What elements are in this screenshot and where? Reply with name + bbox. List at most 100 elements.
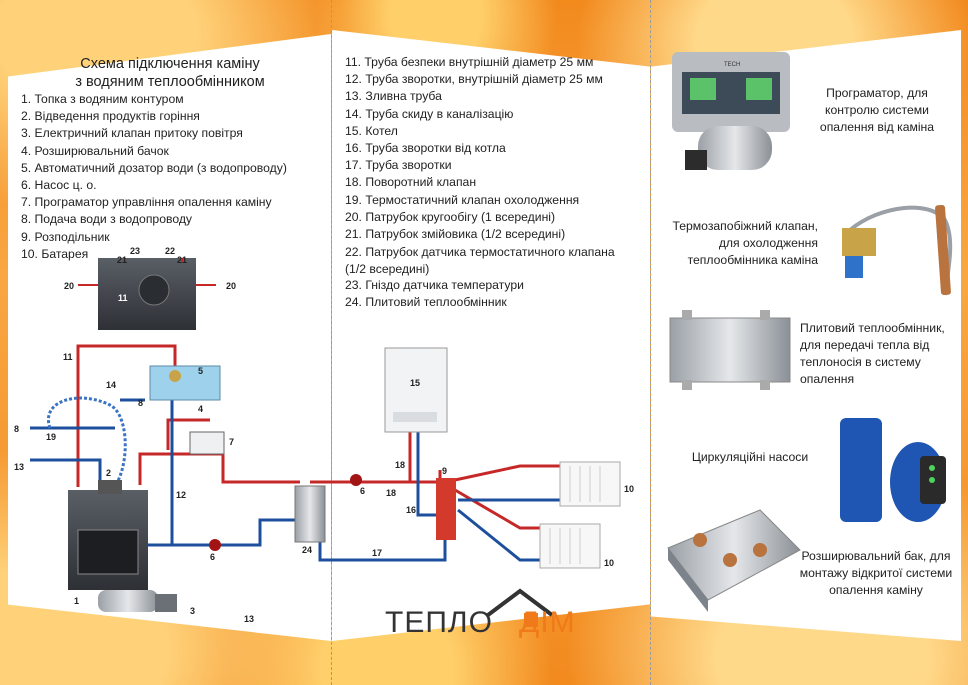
legend-item: 13. Зливна труба [345, 89, 442, 104]
programmer-controller-icon: TECH [672, 52, 790, 170]
product-caption: Розширювальний бак, для монтажу відкрито… [799, 549, 953, 597]
label: 11 [118, 293, 128, 303]
radiator [539, 523, 601, 569]
label: 14 [106, 380, 116, 390]
label: 23 [130, 246, 140, 256]
label: 8 [138, 398, 143, 408]
legend-list-left: 1. Топка з водяним контуром 2. Відведенн… [21, 92, 287, 264]
title-line: з водяним теплообмінником [75, 74, 265, 90]
expansion-tank [149, 365, 221, 401]
legend-item: 12. Труба зворотки, внутрішній діаметр 2… [345, 72, 603, 87]
label: 12 [176, 490, 186, 500]
legend-item: 5. Автоматичний дозатор води (з водопров… [21, 160, 287, 175]
logo-text: ТЕПЛО [385, 606, 493, 639]
device-brand: TECH [724, 62, 740, 68]
fireplace-insert [68, 480, 177, 612]
programmer-box [189, 431, 225, 455]
label: 13 [244, 614, 254, 624]
plate-exchanger [294, 485, 326, 543]
legend-item: 21. Патрубок змійовика (1/2 всередині) [345, 226, 566, 241]
legend-item: 24. Плитовий теплообмінник [345, 295, 507, 310]
drain-pipe-13 [30, 458, 102, 490]
safety-pipe [76, 344, 177, 487]
fold-line [650, 0, 651, 685]
legend-item: 10. Батарея [21, 246, 89, 261]
label: 6 [360, 486, 365, 496]
legend-item: 19. Термостатичний клапан охолодження [345, 192, 580, 207]
label: 17 [372, 548, 382, 558]
radiator-supply [454, 464, 560, 482]
pump [209, 539, 221, 551]
pipe-network [30, 344, 560, 562]
label: 5 [198, 366, 203, 376]
label: 24 [302, 545, 312, 555]
plate-heat-exchanger-icon [669, 310, 791, 390]
legend-item: 22. Патрубок датчика термостатичного кла… [345, 245, 615, 277]
supply-pipe-2 [310, 470, 442, 484]
label: 1 [74, 596, 79, 606]
left-panel [8, 34, 331, 641]
label: 18 [395, 460, 405, 470]
label: 22 [165, 246, 175, 256]
label: 21 [177, 255, 187, 265]
legend-item: 7. Програматор управління опалення камін… [21, 195, 272, 210]
legend-list-right: 11. Труба безпеки внутрішній діаметр 25 … [345, 55, 635, 312]
label: 19 [46, 432, 56, 442]
legend-item: 18. Поворотний клапан [345, 175, 477, 190]
pump [350, 474, 362, 486]
thermal-safety-valve-icon [842, 204, 953, 296]
label: 8 [14, 424, 19, 434]
label: 18 [386, 488, 396, 498]
legend-item: 20. Патрубок кругообігу (1 всередині) [345, 209, 556, 224]
legend-item: 11. Труба безпеки внутрішній діаметр 25 … [345, 55, 594, 69]
label: 16 [406, 505, 416, 515]
thermostatic-valve-tube [46, 396, 127, 492]
title-line: Схема підключення каміну [80, 56, 260, 72]
legend-item: 14. Труба скиду в каналізацію [345, 106, 514, 121]
legend-item: 2. Відведення продуктів горіння [21, 109, 200, 124]
label: 7 [229, 437, 234, 447]
product-caption: Циркуляційні насоси [691, 450, 809, 464]
scheme-title: Схема підключення каміну з водяним тепло… [40, 55, 300, 91]
label: 9 [442, 466, 447, 476]
label: 4 [198, 404, 203, 414]
label: 20 [64, 281, 74, 291]
label: 21 [117, 255, 127, 265]
legend-item: 4. Розширювальний бачок [21, 143, 169, 158]
legend-item: 8. Подача води з водопроводу [21, 212, 193, 227]
return-pipe-17 [318, 510, 447, 562]
legend-item: 9. Розподільник [21, 229, 110, 244]
label: 11 [63, 352, 73, 362]
diagram-labels: 11 20 20 21 21 23 22 11 5 4 14 8 8 19 13… [14, 246, 634, 624]
control-wire [166, 418, 210, 450]
label: 10 [604, 558, 614, 568]
fold-line [331, 0, 332, 685]
circulation-pump-icon [840, 418, 946, 522]
label: 20 [226, 281, 236, 291]
product-caption: Термозапобіжний клапан, для охолодження … [672, 219, 818, 267]
label: 10 [624, 484, 634, 494]
product-caption: Плитовий теплообмінник, для передачі теп… [800, 321, 945, 386]
supply-pipe [138, 452, 300, 485]
manifold [436, 478, 456, 540]
radiator-supply-2 [454, 488, 540, 530]
legend-item: 6. Насос ц. о. [21, 177, 97, 192]
logo-text: ДІМ [519, 606, 576, 639]
label: 6 [210, 552, 215, 562]
radiator-return-2 [457, 508, 540, 562]
boiler [384, 347, 448, 433]
label: 15 [410, 378, 420, 388]
expansion-tank-icon [667, 509, 801, 612]
legend-item: 1. Топка з водяним контуром [21, 92, 184, 106]
label: 3 [190, 606, 195, 616]
teplo-dim-logo [486, 588, 554, 627]
legend-item: 3. Електричний клапан притоку повітря [21, 126, 243, 141]
label: 13 [14, 462, 24, 472]
insert-top-view [78, 258, 216, 330]
product-caption: Програматор, для контролю системи опален… [819, 86, 935, 134]
label: 2 [106, 468, 111, 478]
legend-item: 23. Гніздо датчика температури [345, 278, 524, 293]
legend-item: 15. Котел [345, 123, 398, 138]
legend-item: 17. Труба зворотки [345, 158, 452, 173]
